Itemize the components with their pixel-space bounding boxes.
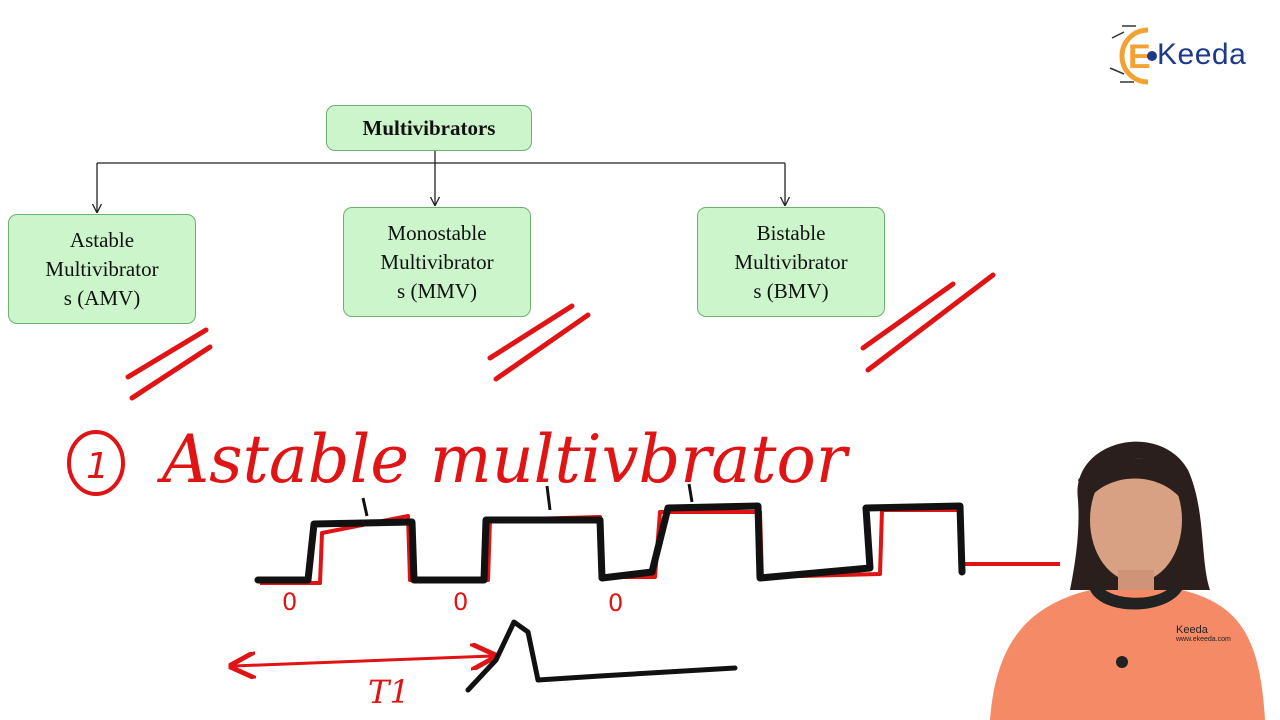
heading-text: Astable multivbrator — [156, 421, 850, 498]
handwritten-heading: 1 Astable multivbrator — [69, 421, 850, 498]
shirt-logo-text: Keeda — [1176, 624, 1231, 636]
zero-label-1: 0 — [282, 588, 297, 616]
black-square-wave — [258, 506, 962, 580]
logo-wordmark: Keeda — [1157, 38, 1246, 72]
red-double-slash-marks — [128, 275, 993, 398]
tree-connectors — [97, 151, 785, 212]
presenter — [960, 420, 1280, 720]
presenter-tshirt — [990, 590, 1265, 720]
period-arrow — [234, 656, 492, 666]
zero-label-3: 0 — [608, 589, 623, 617]
logic-zero-labels: 0 0 0 — [282, 588, 623, 617]
shirt-print: Keeda www.ekeeda.com — [1176, 624, 1231, 643]
microphone-icon — [1116, 656, 1128, 668]
black-pulse-waveform — [468, 622, 735, 690]
slash-astable-a — [128, 330, 206, 377]
tick-1a — [363, 498, 367, 516]
logo-dot-icon — [1147, 51, 1157, 61]
slash-astable-b — [132, 347, 210, 398]
period-label: T1 — [368, 673, 410, 711]
zero-label-2: 0 — [453, 588, 468, 616]
slash-bistable-b — [868, 275, 993, 370]
shirt-url-text: www.ekeeda.com — [1176, 636, 1231, 643]
heading-number: 1 — [86, 446, 109, 487]
